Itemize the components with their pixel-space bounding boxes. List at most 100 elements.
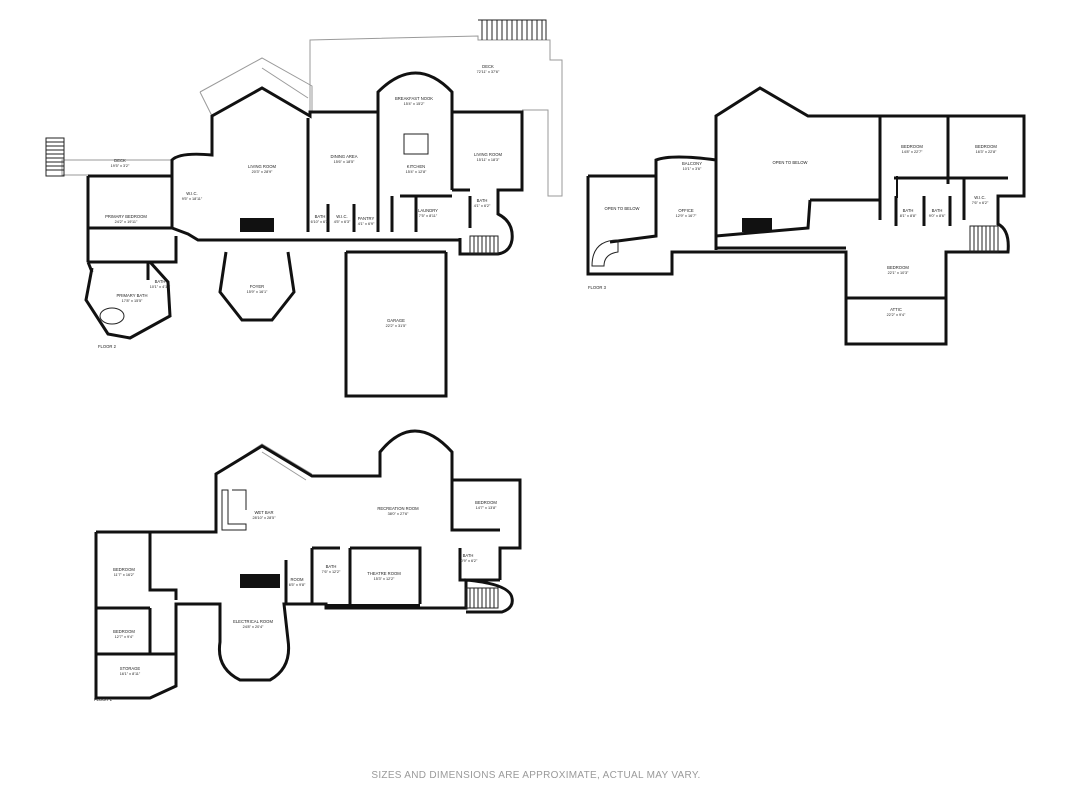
room-name: BATH (903, 208, 914, 213)
room-name: W.I.C. (974, 195, 985, 200)
floor1-fireplace (240, 574, 280, 588)
floor2-garage-wall (344, 250, 448, 398)
room-dim: 7'6" x 12'2" (322, 570, 341, 574)
room-dim: 9'0" x 8'6" (929, 214, 946, 218)
room-name: FOYER (250, 284, 264, 289)
room-name: DINING AREA (331, 154, 358, 159)
floor2-deck-stairs (478, 19, 547, 40)
room-dim: 24'2" x 19'11" (115, 220, 138, 224)
floor2-bathtub (99, 307, 125, 325)
room-dim: 8'1" x 8'8" (900, 214, 917, 218)
room-name: BEDROOM (887, 265, 909, 270)
room-name: DECK (482, 64, 494, 69)
room-dim: 10'1" x 3'6" (683, 167, 702, 171)
room-dim: 22'1" x 10'3" (888, 271, 909, 275)
floor2-fireplace (240, 218, 274, 232)
room-name: OFFICE (678, 208, 694, 213)
room-dim: 10'1" x 4'11" (150, 285, 171, 289)
room-dim: 38'0" x 27'6" (388, 512, 409, 516)
room-dim: 12'9" x 16'7" (676, 214, 697, 218)
room-name: GARAGE (387, 318, 405, 323)
room-name: THEATRE ROOM (367, 571, 401, 576)
room-dim: 15'11" x 18'3" (477, 158, 500, 162)
room-dim: 15'3" x 12'2" (374, 577, 395, 581)
floor3-interior-walls (609, 116, 1008, 300)
room-dim: 72'11" x 37'6" (477, 70, 500, 74)
floor1-stairs (465, 587, 499, 609)
floor-label: FLOOR 3 (588, 285, 607, 290)
room-name: ELECTRICAL ROOM (233, 619, 273, 624)
room-dim: 24'8" x 20'4" (243, 625, 264, 629)
room-dim: 20'3" x 28'9" (252, 170, 273, 174)
room-name: BALCONY (682, 161, 702, 166)
room-name: BEDROOM (113, 567, 135, 572)
room-name: BEDROOM (901, 144, 923, 149)
room-dim: 19'5" x 3'2" (111, 164, 130, 168)
room-dim: 16'3" x 22'8" (976, 150, 997, 154)
room-name: OPEN TO BELOW (605, 206, 640, 211)
room-name: W.I.C. (336, 214, 347, 219)
room-dim: 6'10" x 6'3" (311, 220, 330, 224)
floor3-stairs (969, 225, 999, 253)
room-name: PRIMARY BEDROOM (105, 214, 147, 219)
room-name: RECREATION ROOM (377, 506, 419, 511)
room-dim: 12'7" x 9'4" (115, 635, 134, 639)
room-dim: 7'5" x 8'11" (419, 214, 438, 218)
room-name: STORAGE (120, 666, 141, 671)
room-name: BEDROOM (975, 144, 997, 149)
room-name: BATH (315, 214, 326, 219)
room-name: PRIMARY BATH (117, 293, 148, 298)
room-dim: 22'2" x 31'5" (386, 324, 407, 328)
room-name: DECK (114, 158, 126, 163)
floor3-exterior-wall (586, 86, 1026, 346)
room-name: BATH (463, 553, 474, 558)
disclaimer-text: SIZES AND DIMENSIONS ARE APPROXIMATE, AC… (371, 770, 700, 781)
room-name: ROOM (290, 577, 304, 582)
room-dim: 22'2" x 9'4" (887, 313, 906, 317)
room-name: BATH (477, 198, 488, 203)
room-dim: 4'5" x 6'3" (334, 220, 351, 224)
room-dim: 15'4" x 12'8" (406, 170, 427, 174)
floor2-stairs (469, 235, 499, 255)
room-dim: 11'7" x 16'2" (114, 573, 135, 577)
floor-3-plan: BALCONY 10'1" x 3'6" OPEN TO BELOW OFFIC… (586, 86, 1026, 346)
room-name: BATH (932, 208, 943, 213)
room-dim: 4'1" x 6'2" (474, 204, 491, 208)
floor1-wet-bar-counter (221, 489, 247, 531)
floor1-exterior-wall (94, 429, 522, 700)
floor2-angled-deck (199, 57, 313, 117)
floor2-interior-walls (88, 112, 472, 280)
floor2-west-wing (84, 236, 178, 340)
floor-1-plan: WET BAR 28'10" x 28'5" RECREATION ROOM 3… (94, 429, 522, 702)
floor-label: FLOOR 2 (98, 344, 117, 349)
floor3-fireplace (742, 218, 772, 232)
floor2-foyer-wall (218, 251, 296, 322)
floor2-kitchen-island (403, 133, 429, 155)
room-name: W.I.C. (186, 191, 197, 196)
room-dim: 4'1" x 6'9" (358, 222, 375, 226)
floor1-angled-deck (215, 443, 313, 481)
room-name: LAUNDRY (418, 208, 438, 213)
room-dim: 16'1" x 8'11" (120, 672, 141, 676)
floor-label: FLOOR 1 (94, 697, 113, 702)
room-dim: 28'10" x 28'5" (253, 516, 277, 520)
floor3-shower-a (896, 176, 898, 198)
room-name: WET BAR (254, 510, 273, 515)
room-name: BREAKFAST NOOK (395, 96, 433, 101)
room-name: ATTIC (890, 307, 902, 312)
room-dim: 9'5" x 18'11" (182, 197, 203, 201)
room-name: BEDROOM (113, 629, 135, 634)
room-name: LIVING ROOM (248, 164, 276, 169)
room-dim: 15'4" x 15'2" (404, 102, 425, 106)
room-name: KITCHEN (407, 164, 425, 169)
floor2-exterior-wall (86, 71, 524, 262)
room-name: BATH (326, 564, 337, 569)
floor-2-plan: DECK 72'11" x 37'6" BREAKFAST NOOK 15'4"… (45, 19, 563, 398)
floor1-theatre-wall (326, 604, 420, 608)
room-name: BEDROOM (475, 500, 497, 505)
room-dim: 14'7" x 13'8" (476, 506, 497, 510)
room-dim: 15'9" x 16'1" (247, 290, 268, 294)
room-dim: 6'5" x 9'8" (289, 583, 306, 587)
floor2-deck-outline (309, 35, 563, 197)
room-dim: 14'8" x 22'7" (902, 150, 923, 154)
